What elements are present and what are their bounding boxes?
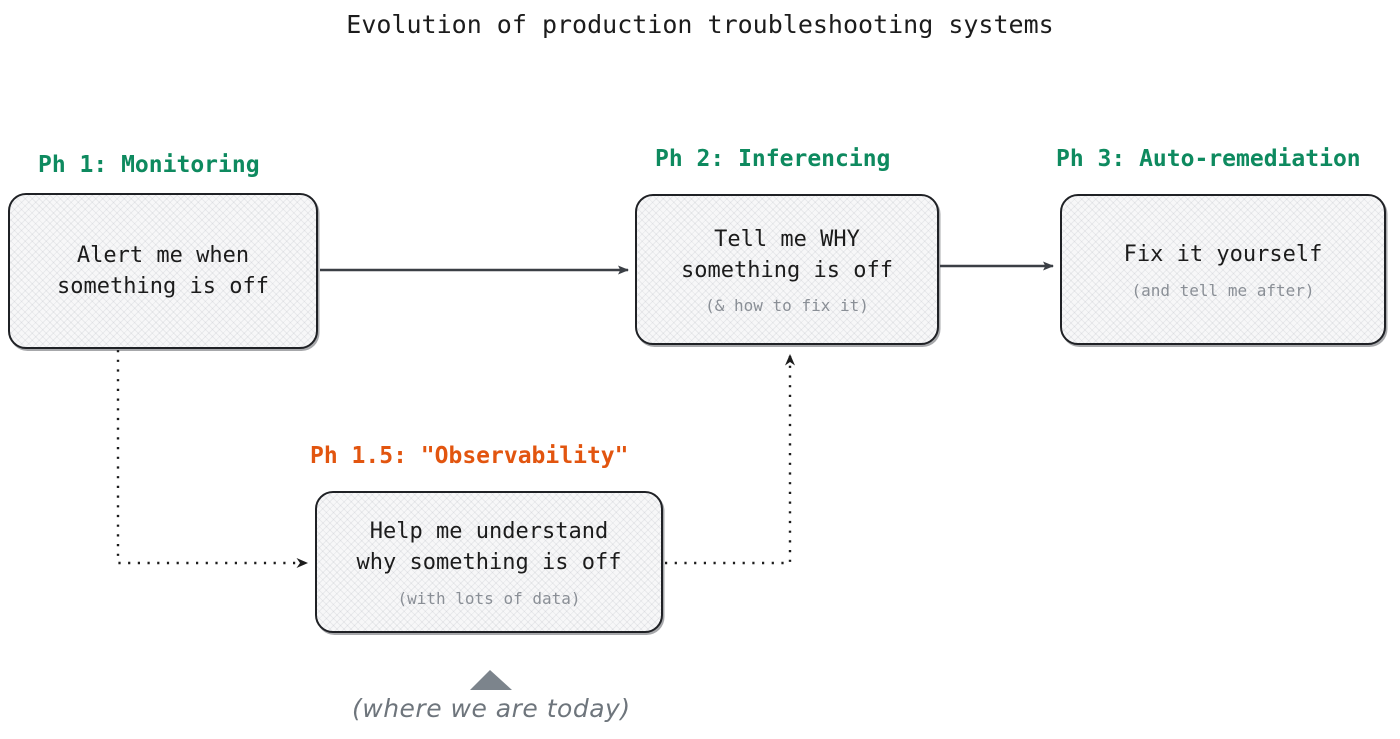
phase-label-inferencing: Ph 2: Inferencing — [655, 146, 891, 172]
node-phase-1-line-2: something is off — [57, 274, 269, 299]
node-phase-1-5-line-2: why something is off — [356, 550, 622, 576]
page-title: Evolution of production troubleshooting … — [346, 10, 1054, 39]
node-phase-2-line-2: something is off — [681, 257, 893, 283]
phase-label-auto-remediation: Ph 3: Auto-remediation — [1056, 146, 1361, 172]
phase-label-monitoring: Ph 1: Monitoring — [38, 152, 260, 178]
node-phase-1[interactable]: Alert me when something is off — [8, 193, 318, 349]
today-marker-triangle — [470, 670, 512, 690]
node-phase-1-5-line-1: Help me understand — [369, 519, 609, 545]
phase-label-observability: Ph 1.5: "Observability" — [310, 443, 629, 469]
node-phase-3[interactable]: Fix it yourself (and tell me after) — [1060, 194, 1386, 345]
node-phase-2-line-1: Tell me WHY — [714, 226, 860, 252]
edge-phase1-to-phase1_5 — [116, 350, 308, 568]
node-phase-3-subtext: (and tell me after) — [1131, 280, 1315, 300]
node-phase-1-5[interactable]: Help me understand why something is off … — [315, 491, 663, 633]
node-phase-2[interactable]: Tell me WHY something is off (& how to f… — [635, 194, 939, 345]
today-annotation-text: (where we are today) — [352, 694, 631, 723]
node-phase-1-5-subtext: (with lots of data) — [397, 588, 581, 608]
node-phase-2-subtext: (& how to fix it) — [705, 296, 869, 316]
edge-phase1_5-to-phase2 — [665, 354, 795, 565]
node-phase-1-line-1: Alert me when — [76, 242, 250, 268]
node-phase-3-line-1: Fix it yourself — [1123, 242, 1323, 268]
